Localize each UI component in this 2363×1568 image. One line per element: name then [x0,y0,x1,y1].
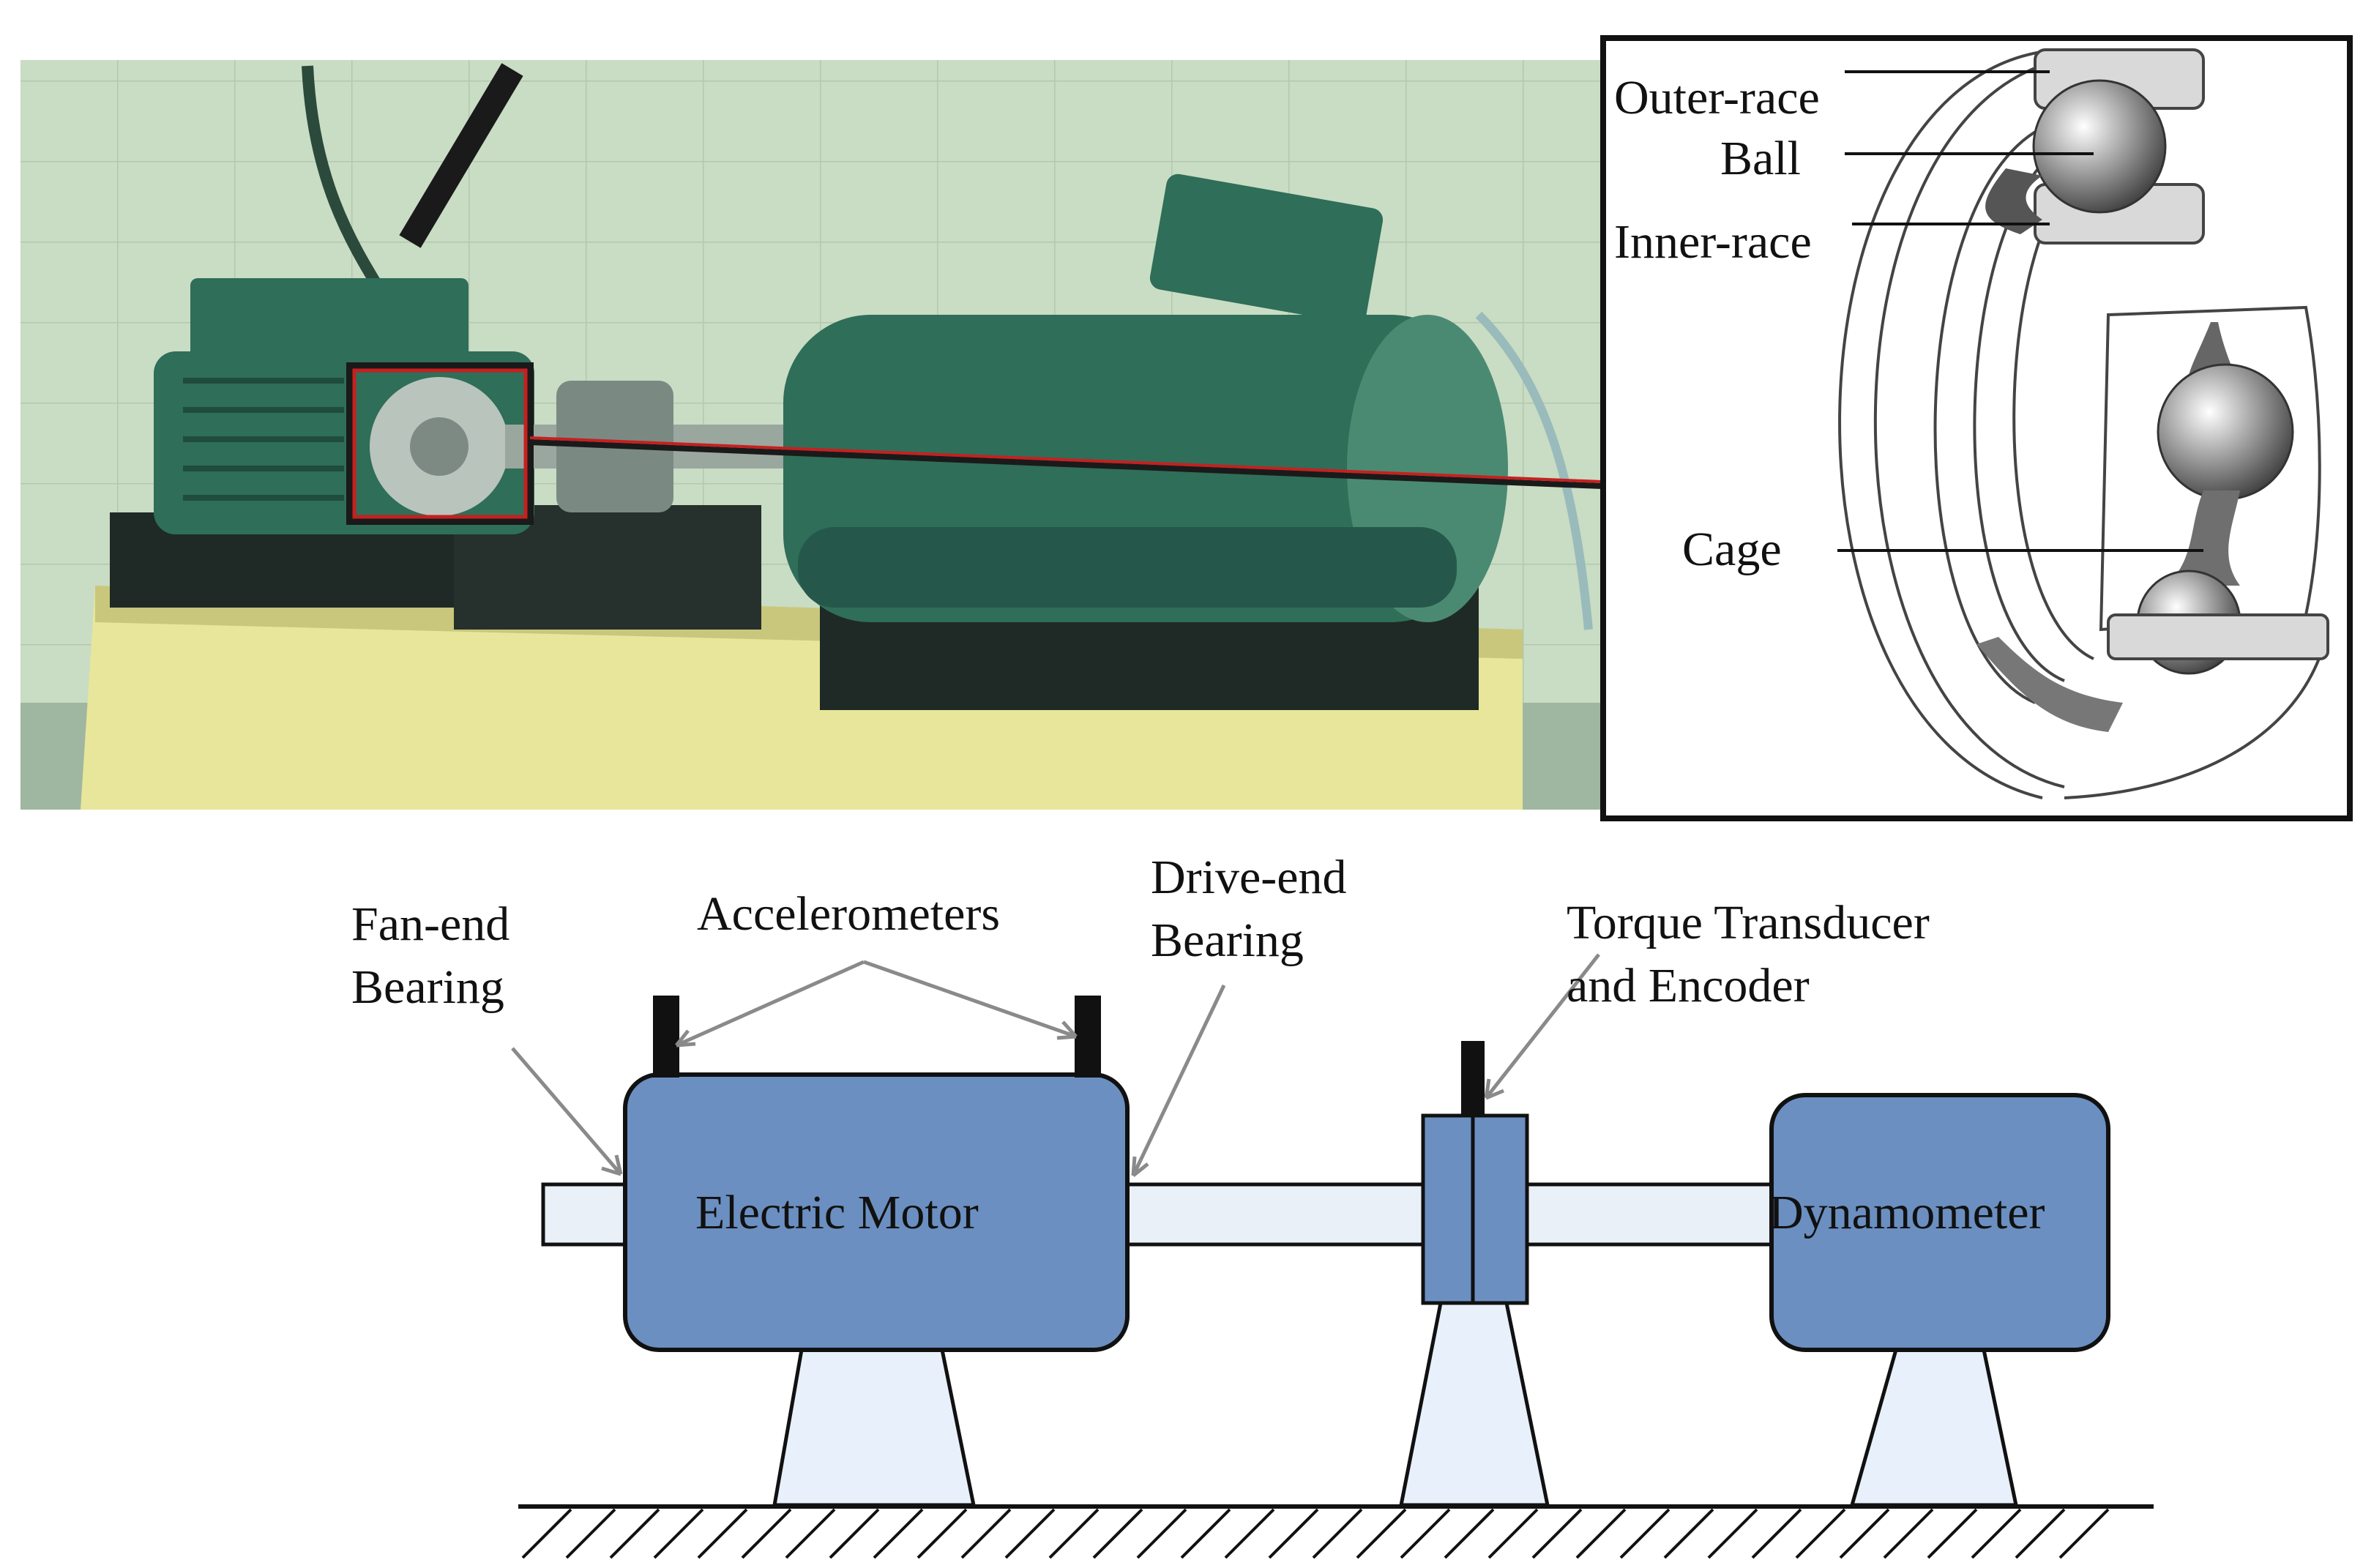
small-motor-fins [183,378,344,501]
label-and-encoder: and Encoder [1567,959,1810,1012]
ground-hatch-line [1444,1508,1495,1559]
ground-hatch-line [521,1508,572,1559]
label-drive-end: Drive-end [1151,851,1347,904]
large-motor-terminal-box [1149,173,1384,324]
highlight-connector-line [529,439,1602,489]
bearing-inset: Outer-race Ball Inner-race Cage [1600,35,2353,821]
schematic-arrows [511,953,1600,1177]
ground-hatch-line [1883,1508,1934,1559]
cage-shadow [1976,637,2123,732]
electric-motor-block [623,1072,1130,1352]
dynamometer-label: Dynamometer [1769,1186,2045,1239]
label-inner-race: Inner-race [1614,215,1812,269]
outer-race-ring [1838,50,2047,799]
ground-hatch-line [1531,1508,1583,1559]
ground-hatch-line [1224,1508,1275,1559]
ground-hatch-line [1707,1508,1758,1559]
ground-hatch-line [1092,1508,1143,1559]
ground-hatch-line [1927,1508,1978,1559]
ground-hatch-line [1619,1508,1670,1559]
ground-hatch-line [873,1508,924,1559]
ground-hatch-line [1004,1508,1056,1559]
ball-middle [2157,363,2294,501]
ground-hatch-line [1971,1508,2022,1559]
ground-hatch-line [653,1508,704,1559]
cage-top [1985,168,2042,234]
ground-hatch-line [1839,1508,1890,1559]
ground-hatch-line [2058,1508,2110,1559]
ground-hatch-line [1356,1508,1407,1559]
test-rig-photo [20,60,1602,810]
ground-hatch-line [960,1508,1012,1559]
ball-top [2032,79,2167,214]
ground-hatch-line [1180,1508,1231,1559]
ground-hatch-line [1400,1508,1451,1559]
ground-hatch-line [829,1508,880,1559]
rig-schematic: Electric Motor Dynamometer Fan-end Beari… [351,851,2154,1559]
cage-lower [2167,490,2240,586]
ground-hatch-line [785,1508,836,1559]
label-cage: Cage [1682,523,1782,576]
cable-right [1475,311,1593,630]
ground-hatching [521,1508,2110,1559]
encoder-sensor [1461,1041,1485,1117]
ground-hatch-line [565,1508,616,1559]
ground-hatch-line [1751,1508,1802,1559]
ground-hatch-line [1048,1508,1100,1559]
electric-motor-label: Electric Motor [695,1186,979,1239]
inset-leader-lines [1837,70,2203,552]
ground-hatch-line [917,1508,968,1559]
inner-race-ring [1933,123,2050,704]
ground-hatch-line [1136,1508,1187,1559]
ground-hatch-line [1795,1508,1846,1559]
drive-end-bearing-hub [410,417,469,476]
label-fan-end: Fan-end [351,897,509,951]
accelerometer-fan-end [653,996,679,1078]
wall-rod [399,63,523,248]
label-fan-end-bearing: Bearing [351,960,504,1014]
label-torque-transducer: Torque Transducer [1567,896,1930,949]
dynamometer-block [1769,1093,2110,1352]
transducer-support [1398,1301,1550,1507]
label-ball: Ball [1720,132,1801,185]
highlight-connector-line-red [529,436,1602,483]
ground-hatch-line [1268,1508,1319,1559]
torque-transducer-block [1421,1113,1529,1305]
ground-hatch-line [1663,1508,1714,1559]
bearing-highlight-box-inner [352,368,528,519]
ground-hatch-line [1487,1508,1539,1559]
ground-hatch-line [741,1508,792,1559]
ground-hatch-line [609,1508,660,1559]
label-outer-race: Outer-race [1614,71,1820,124]
ground-hatch-line [1575,1508,1627,1559]
large-motor-shade [798,527,1457,608]
dynamometer-support [1849,1348,2019,1507]
label-drive-end-bearing: Bearing [1151,914,1304,967]
label-accelerometers: Accelerometers [697,887,1000,941]
ground-hatch-line [2015,1508,2066,1559]
ground-hatch-line [697,1508,748,1559]
motor-support [772,1348,977,1507]
ground-hatch-line [1312,1508,1363,1559]
accelerometer-drive-end [1075,996,1101,1078]
outer-race-ring-2 [1873,57,2069,788]
bearing-outer-rim [2064,629,2329,799]
outer-race-section-lower [2107,613,2329,660]
